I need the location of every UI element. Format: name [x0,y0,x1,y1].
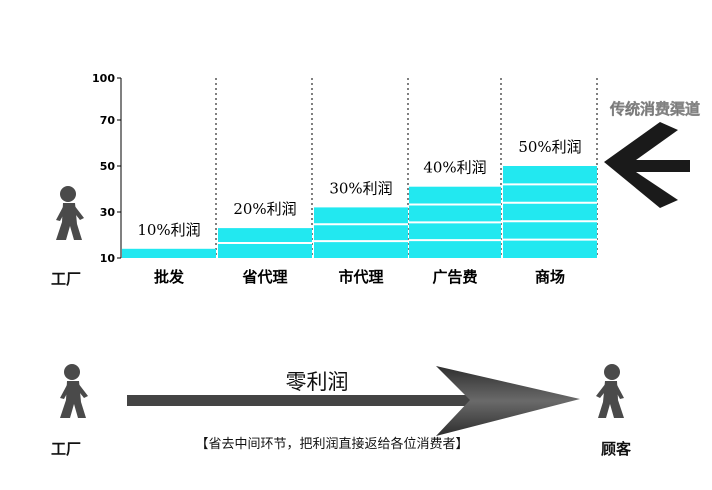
walking-person-icon [56,186,84,240]
x-category-label: 市代理 [338,268,383,286]
left-arrow-icon [604,122,690,208]
bar [409,186,501,258]
bar [122,248,216,258]
y-ticks: 10 30 50 70 100 [92,72,121,265]
walking-person-icon [60,364,88,418]
bar-value-label: 40%利润 [423,159,486,177]
bar-fill [122,248,216,258]
x-category-label: 商场 [535,268,565,286]
y-tick-label: 100 [92,72,115,85]
bar-value-label: 30%利润 [329,179,392,197]
y-tick-label: 10 [100,252,116,265]
bars [122,166,597,258]
channel-label: 传统消费渠道 [609,100,700,118]
bar-fill [314,207,408,258]
customer-label: 顾客 [601,440,632,458]
zero-profit-label: 零利润 [286,370,349,394]
y-tick-label: 50 [100,160,116,173]
walking-person-icon [596,364,624,418]
bar-value-label: 10%利润 [137,221,200,239]
x-category-label: 批发 [154,268,185,286]
chart: 10 30 50 70 100 10%利润 20%利润 30%利润 40%利润 50%利润 批发… [92,72,598,286]
bar-fill [503,166,597,258]
bar [314,207,408,258]
factory-label-top: 工厂 [51,270,81,288]
right-arrow-icon [127,366,580,436]
bar [218,228,312,258]
y-tick-label: 70 [100,114,116,127]
bar [503,166,597,258]
bar-value-label: 20%利润 [233,200,296,218]
bar-labels: 10%利润 20%利润 30%利润 40%利润 50%利润 [137,138,581,239]
x-category-label: 广告费 [432,268,477,286]
factory-label-bottom: 工厂 [51,440,81,458]
bottom-note: 【省去中间环节，把利润直接返给各位消费者】 [195,436,468,452]
bar-value-label: 50%利润 [518,138,581,156]
y-tick-label: 30 [100,206,116,219]
x-categories: 批发 省代理 市代理 广告费 商场 [154,268,565,286]
x-category-label: 省代理 [241,268,287,286]
